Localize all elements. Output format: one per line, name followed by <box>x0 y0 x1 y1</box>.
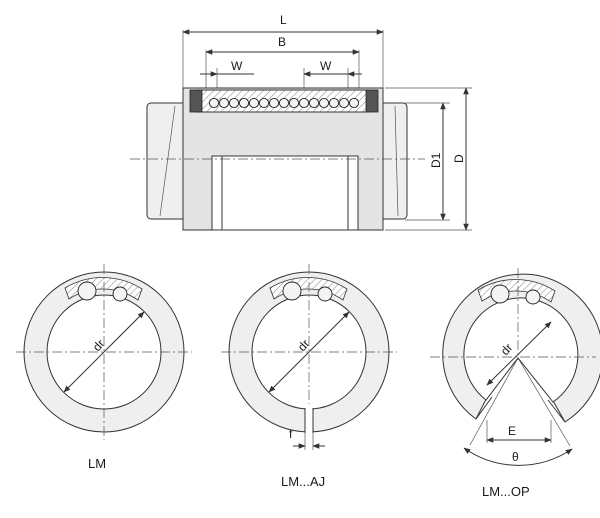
caption-lm: LM <box>88 456 106 471</box>
label-W-left: W <box>231 59 243 73</box>
side-view: L B W W D1 D <box>130 13 472 231</box>
label-L: L <box>280 13 287 27</box>
aj-ball-1 <box>282 281 302 301</box>
aj-ball-2 <box>317 286 333 302</box>
caption-lm-op: LM...OP <box>482 484 530 499</box>
op-ball-2 <box>525 289 541 305</box>
ball-row <box>208 97 360 109</box>
op-opening-label: E <box>508 424 516 438</box>
seal-right <box>365 89 379 113</box>
op-bore-dim-line <box>486 321 552 386</box>
aj-gap-label: f <box>289 427 293 441</box>
seal-left <box>189 89 203 113</box>
lm-bore-dim-line <box>63 311 145 393</box>
sleeve-left <box>146 102 188 220</box>
section-lm-aj: f dr LM...AJ <box>221 264 397 489</box>
label-W-right: W <box>320 59 332 73</box>
op-bore <box>463 297 579 403</box>
op-ball-1 <box>490 284 510 304</box>
sleeve-right <box>379 102 408 220</box>
section-lm: dr LM <box>16 264 192 471</box>
bearing-window <box>211 155 359 231</box>
op-angle-label: θ <box>512 450 519 464</box>
aj-slit <box>305 406 313 434</box>
op-angle-arc <box>463 447 573 466</box>
section-lm-op: E θ dr LM...OP <box>430 268 600 499</box>
caption-lm-aj: LM...AJ <box>281 474 325 489</box>
label-B: B <box>278 35 286 49</box>
label-D1: D1 <box>429 152 443 168</box>
lm-ball-2 <box>112 286 128 302</box>
aj-bore-dim-line <box>268 311 350 393</box>
label-D: D <box>452 154 466 163</box>
lm-ball-1 <box>77 281 97 301</box>
